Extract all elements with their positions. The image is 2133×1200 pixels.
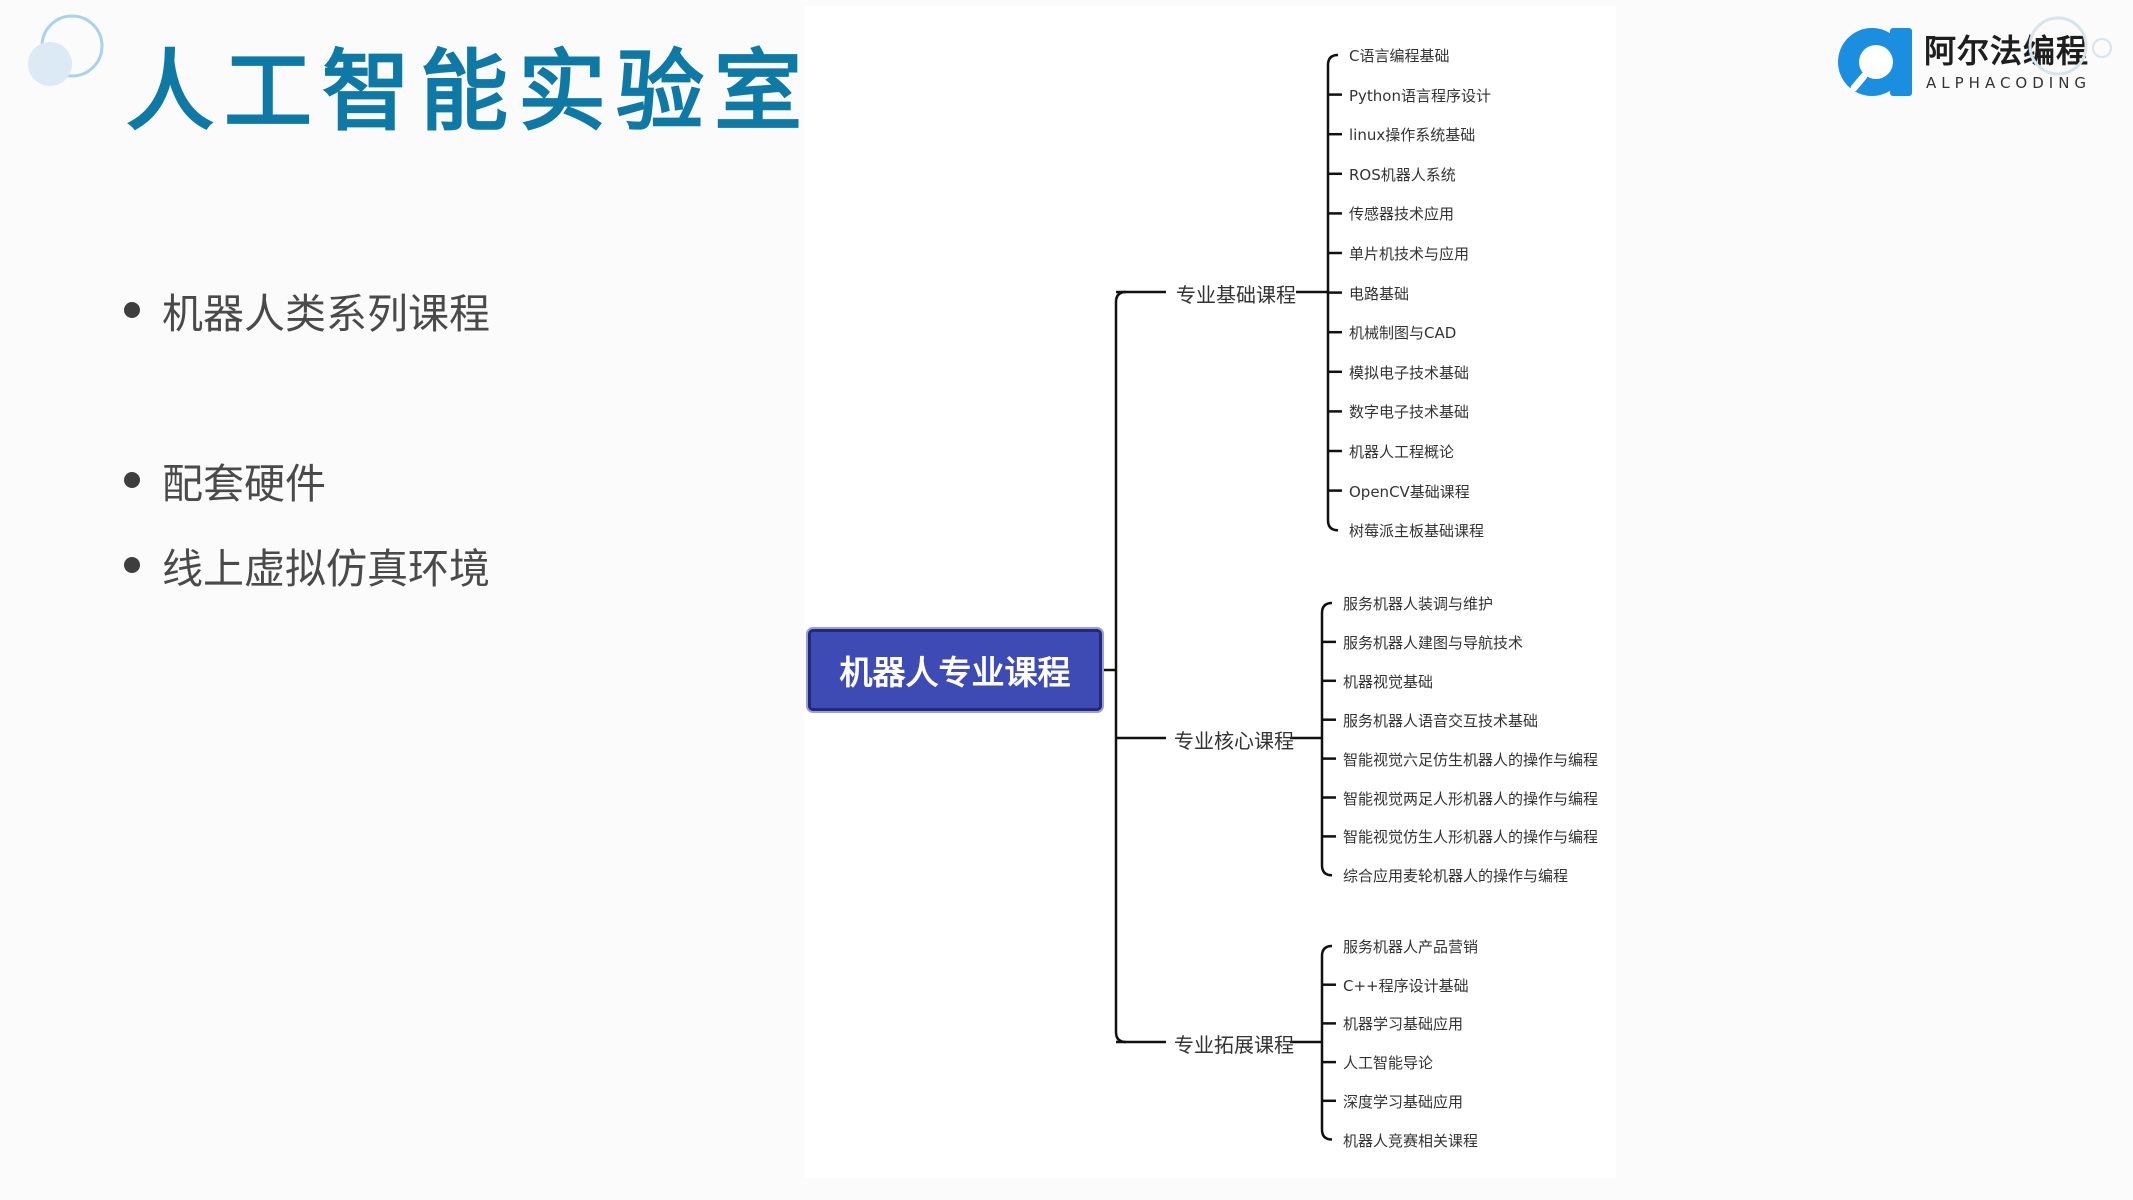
course-leaf-item: 智能视觉两足人形机器人的操作与编程 [1343, 789, 1599, 808]
branch-label-extension: 专业拓展课程 [1174, 1033, 1294, 1057]
main-spine-line [1114, 290, 1127, 1044]
course-leaf-item: 单片机技术与应用 [1349, 245, 1470, 263]
course-leaf-item: OpenCV基础课程 [1349, 482, 1470, 501]
course-leaf-item: 服务机器人建图与导航技术 [1343, 633, 1524, 652]
course-leaf-item: 深度学习基础应用 [1343, 1092, 1464, 1111]
course-leaf-item: 机器视觉基础 [1343, 672, 1434, 691]
course-leaf-item: 传感器技术应用 [1349, 205, 1455, 224]
course-leaf-item: 机器人竞赛相关课程 [1343, 1131, 1479, 1150]
bullet-item: 配套硬件 [124, 450, 326, 510]
course-leaf-item: 人工智能导论 [1343, 1054, 1434, 1073]
course-leaf-item: C语言编程基础 [1349, 47, 1450, 65]
course-leaf-item: 电路基础 [1349, 284, 1410, 303]
course-leaf-item: 智能视觉仿生人形机器人的操作与编程 [1343, 828, 1599, 847]
course-leaf-item: 智能视觉六足仿生机器人的操作与编程 [1343, 750, 1599, 769]
mindmap-root-node: 机器人专业课程 [808, 629, 1102, 711]
course-leaf-item: 综合应用麦轮机器人的操作与编程 [1343, 867, 1569, 886]
sub-spine-line-3 [1320, 944, 1333, 1141]
course-leaf-item: linux操作系统基础 [1349, 126, 1476, 145]
course-leaf-item: 数字电子技术基础 [1349, 403, 1470, 422]
course-leaf-item: 树莓派主板基础课程 [1349, 522, 1485, 541]
course-leaf-item: 机器人工程概论 [1349, 443, 1455, 461]
bullet-text: 机器人类系列课程 [162, 290, 490, 338]
logo-name-cn: 阿尔法编程 [1924, 32, 2090, 70]
logo-name-en: ALPHACODING [1926, 74, 2092, 92]
branch-label-basic: 专业基础课程 [1176, 283, 1296, 307]
course-leaf-item: 模拟电子技术基础 [1349, 363, 1470, 382]
bullet-item: 机器人类系列课程 [124, 280, 490, 340]
page-title: 人工智能实验室 [126, 40, 813, 143]
branch-label-core: 专业核心课程 [1174, 729, 1294, 753]
course-leaf-item: 服务机器人装调与维护 [1343, 595, 1494, 613]
decorative-circles [28, 14, 104, 86]
bullet-dot [124, 472, 140, 488]
bullet-item: 线上虚拟仿真环境 [124, 535, 490, 595]
alphacoding-logo-icon [1838, 28, 1912, 96]
course-leaf-item: 机器学习基础应用 [1343, 1015, 1464, 1034]
bullet-text: 配套硬件 [162, 460, 326, 508]
mindmap-panel [804, 6, 1616, 1178]
bullet-text: 线上虚拟仿真环境 [162, 545, 490, 593]
course-leaf-item: 机械制图与CAD [1349, 324, 1457, 343]
course-leaf-item: 服务机器人语音交互技术基础 [1343, 711, 1539, 730]
sub-spine-line-2 [1320, 601, 1333, 877]
course-leaf-item: 服务机器人产品营销 [1343, 938, 1479, 956]
bullet-dot [124, 557, 140, 573]
course-leaf-item: Python语言程序设计 [1349, 86, 1491, 105]
decorative-circle-right [2028, 16, 2112, 76]
course-leaf-item: ROS机器人系统 [1349, 165, 1456, 184]
bullet-dot [124, 302, 140, 318]
course-leaf-item: C++程序设计基础 [1343, 976, 1469, 995]
